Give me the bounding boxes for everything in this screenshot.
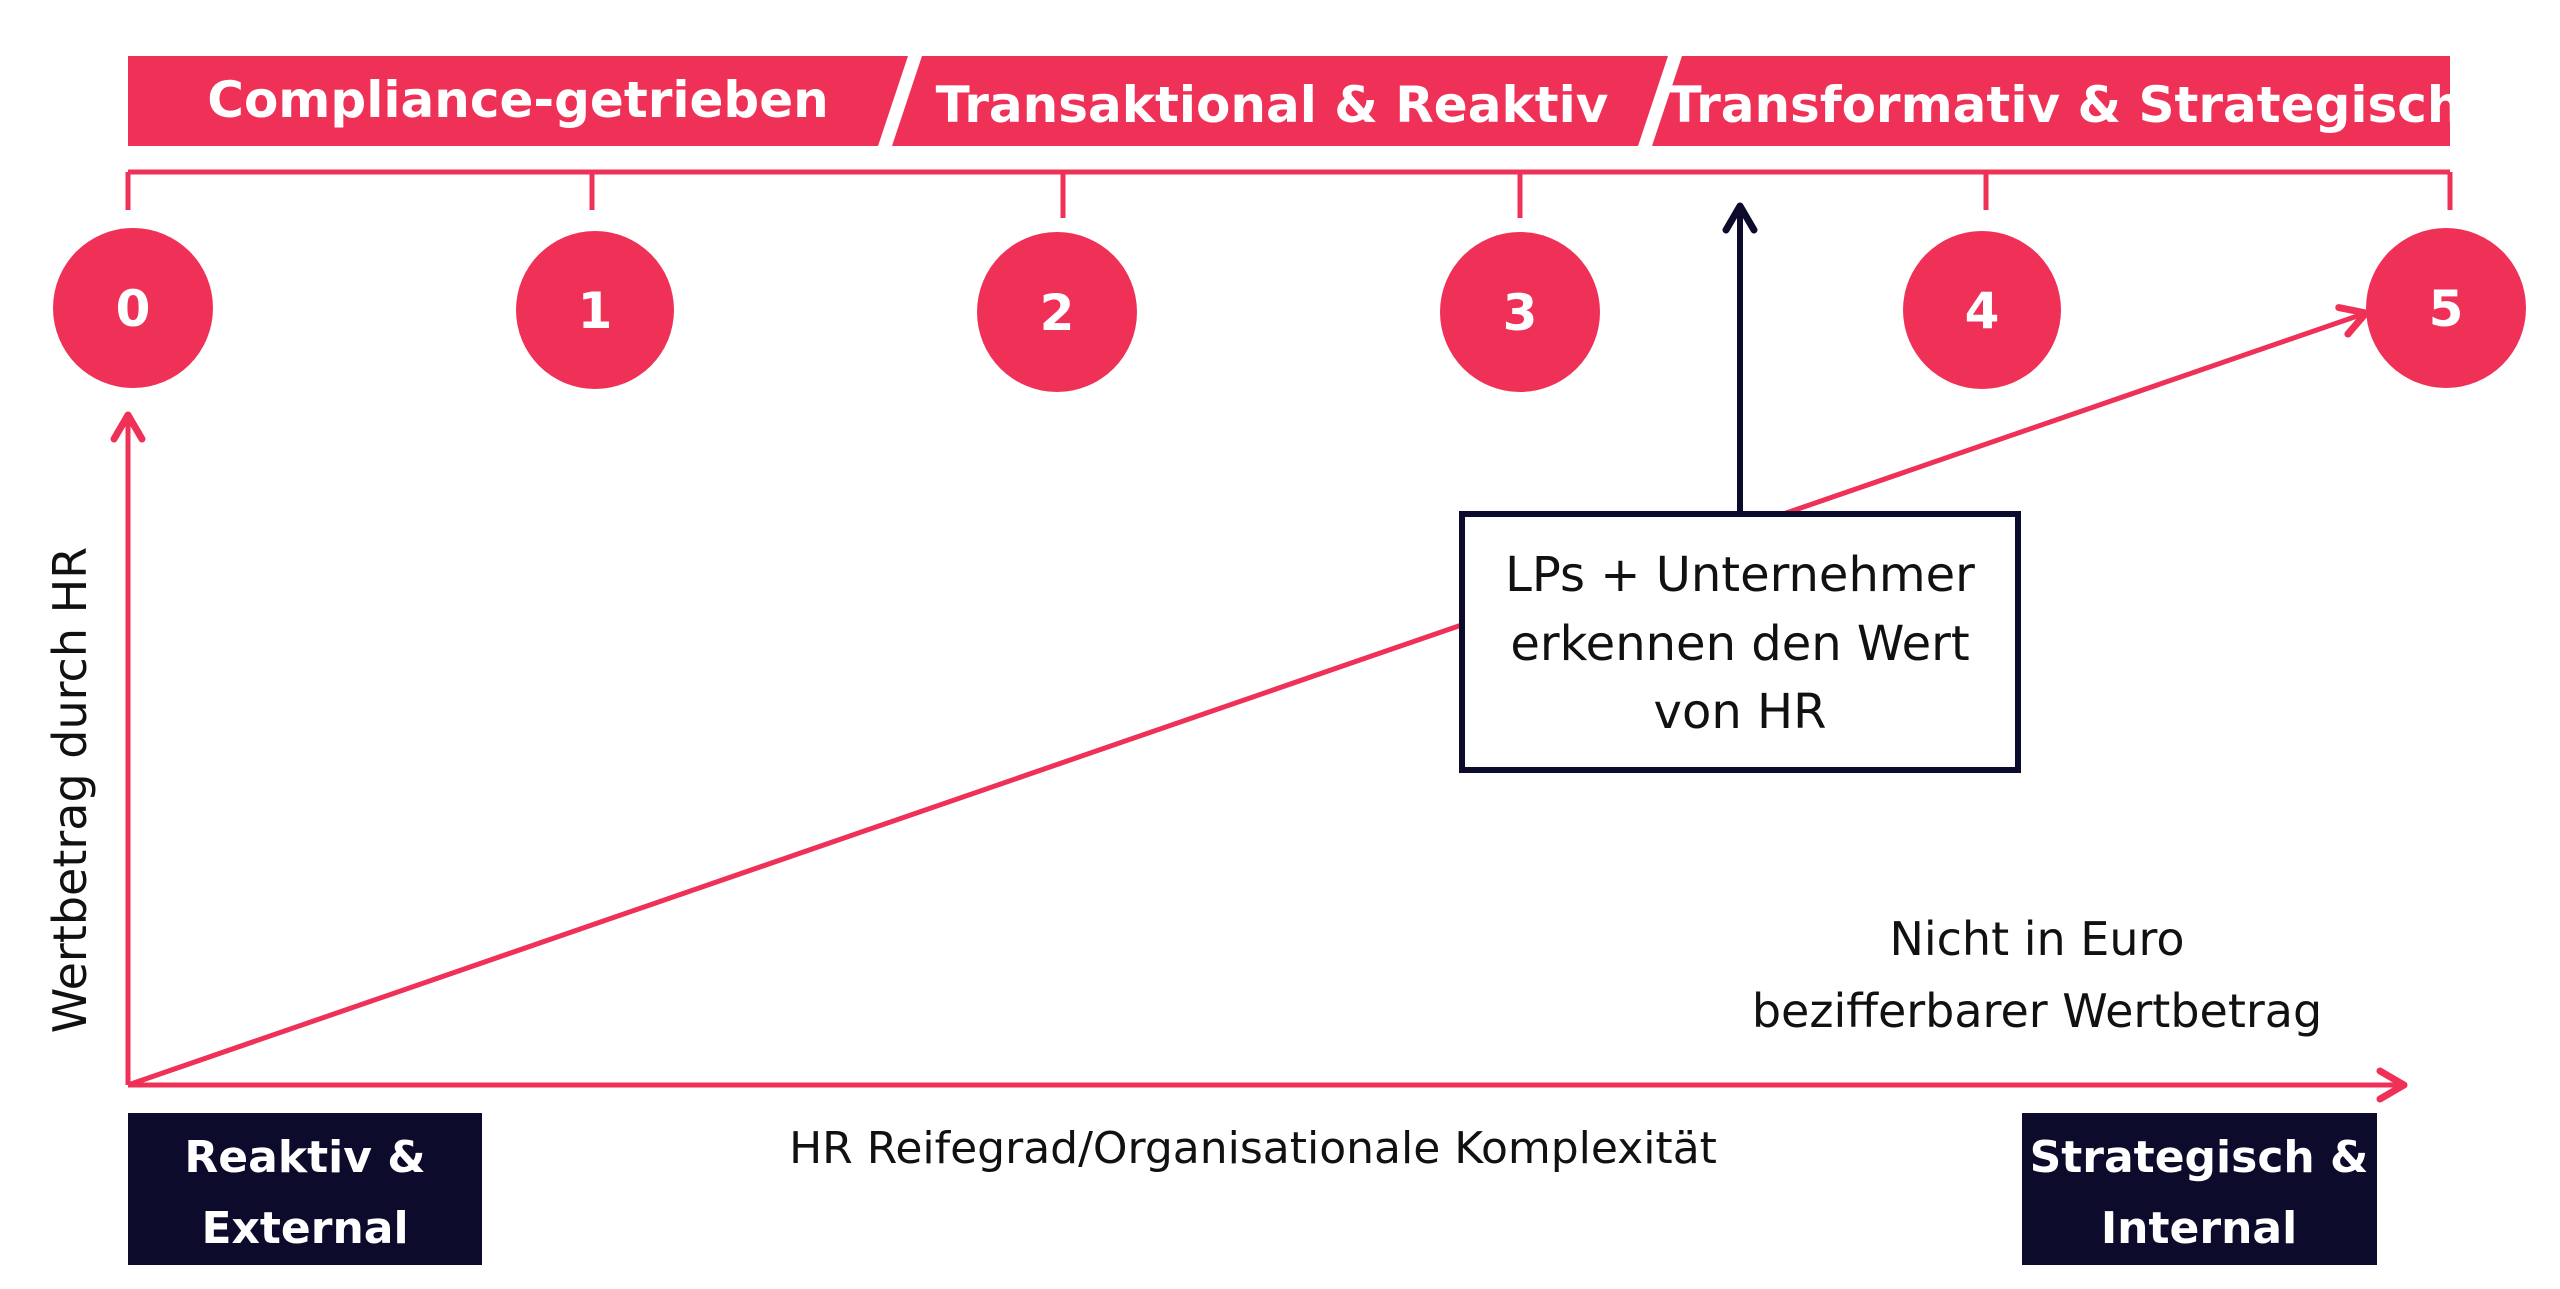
reactive-external-box-bg [128, 1113, 482, 1265]
level-circle-3 [1440, 232, 1600, 392]
value-growth-arrow [127, 304, 2370, 1088]
level-circle-2 [977, 232, 1137, 392]
value-note: Nicht in Euro bezifferbarer Wertbetrag [1752, 912, 2322, 1038]
strategic-internal-line-1: Strategisch & [2030, 1132, 2369, 1183]
callout-box: LPs + Unternehmer erkennen den Wert von … [1459, 511, 2021, 773]
level-circle-4 [1903, 231, 2061, 389]
phase-label-compliance: Compliance-getrieben [207, 71, 828, 129]
level-number-5: 5 [2429, 280, 2464, 338]
phase-banner: Compliance-getrieben Transaktional & Rea… [128, 56, 2463, 146]
phase-banner-segment-1 [128, 56, 908, 146]
strategic-internal-box: Strategisch & Internal [2022, 1113, 2377, 1265]
level-circle-5 [2366, 228, 2526, 388]
value-note-line-2: bezifferbarer Wertbetrag [1752, 984, 2322, 1038]
phase-banner-segment-3 [1652, 56, 2450, 146]
y-axis-label: Wertbetrag durch HR [43, 547, 97, 1033]
level-number-4: 4 [1965, 282, 2000, 340]
level-circle-1 [516, 231, 674, 389]
phase-label-transaktional: Transaktional & Reaktiv [936, 76, 1609, 134]
reactive-external-line-1: Reaktiv & [184, 1132, 425, 1183]
level-number-2: 2 [1040, 284, 1075, 342]
level-number-3: 3 [1503, 284, 1538, 342]
level-number-0: 0 [116, 280, 151, 338]
x-axis-label: HR Reifegrad/Organisationale Komplexität [789, 1123, 1717, 1174]
callout-line-1: LPs + Unternehmer [1505, 547, 1975, 603]
phase-banner-segment-2 [892, 56, 1668, 146]
scale-bracket [125, 169, 2453, 218]
callout-line-3: von HR [1654, 684, 1827, 740]
phase-label-transformativ: Transformativ & Strategisch [1667, 76, 2462, 134]
reactive-external-box: Reaktiv & External [128, 1113, 482, 1265]
callout-box-frame [1459, 511, 2021, 773]
callout-line-2: erkennen den Wert [1510, 616, 1969, 672]
reactive-external-line-2: External [201, 1203, 408, 1254]
value-note-line-1: Nicht in Euro [1889, 912, 2184, 966]
level-circle-0 [53, 228, 213, 388]
level-number-1: 1 [578, 282, 613, 340]
strategic-internal-box-bg [2022, 1113, 2377, 1265]
level-circles: 0 1 2 3 4 5 [53, 228, 2526, 392]
strategic-internal-line-2: Internal [2101, 1203, 2297, 1254]
